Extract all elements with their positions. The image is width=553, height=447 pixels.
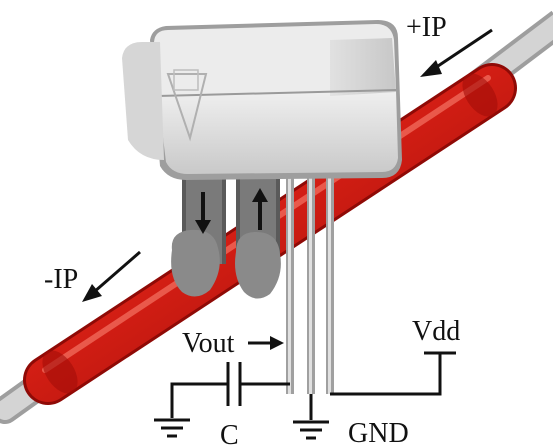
plus-ip-label: +IP <box>406 12 447 43</box>
current-arrow-icon-down <box>195 192 211 234</box>
current-arrow-icon-minus-ip <box>82 250 141 302</box>
minus-ip-label: -IP <box>44 264 78 295</box>
sensor-pins <box>286 172 334 394</box>
vout-label: Vout <box>182 328 235 359</box>
current-arrow-icon-plus-ip <box>420 28 493 77</box>
sensor-body <box>122 20 402 180</box>
ground-icon-gnd <box>293 420 329 440</box>
circuit-wiring <box>170 351 456 420</box>
current-arrow-icon-vout <box>248 336 284 350</box>
gnd-label: GND <box>348 418 409 447</box>
solder-blobs <box>171 229 281 299</box>
vdd-label: Vdd <box>412 316 460 347</box>
current-arrow-icon-up <box>252 188 268 230</box>
ground-icon-capacitor <box>154 418 190 438</box>
capacitor-label: C <box>220 420 239 447</box>
